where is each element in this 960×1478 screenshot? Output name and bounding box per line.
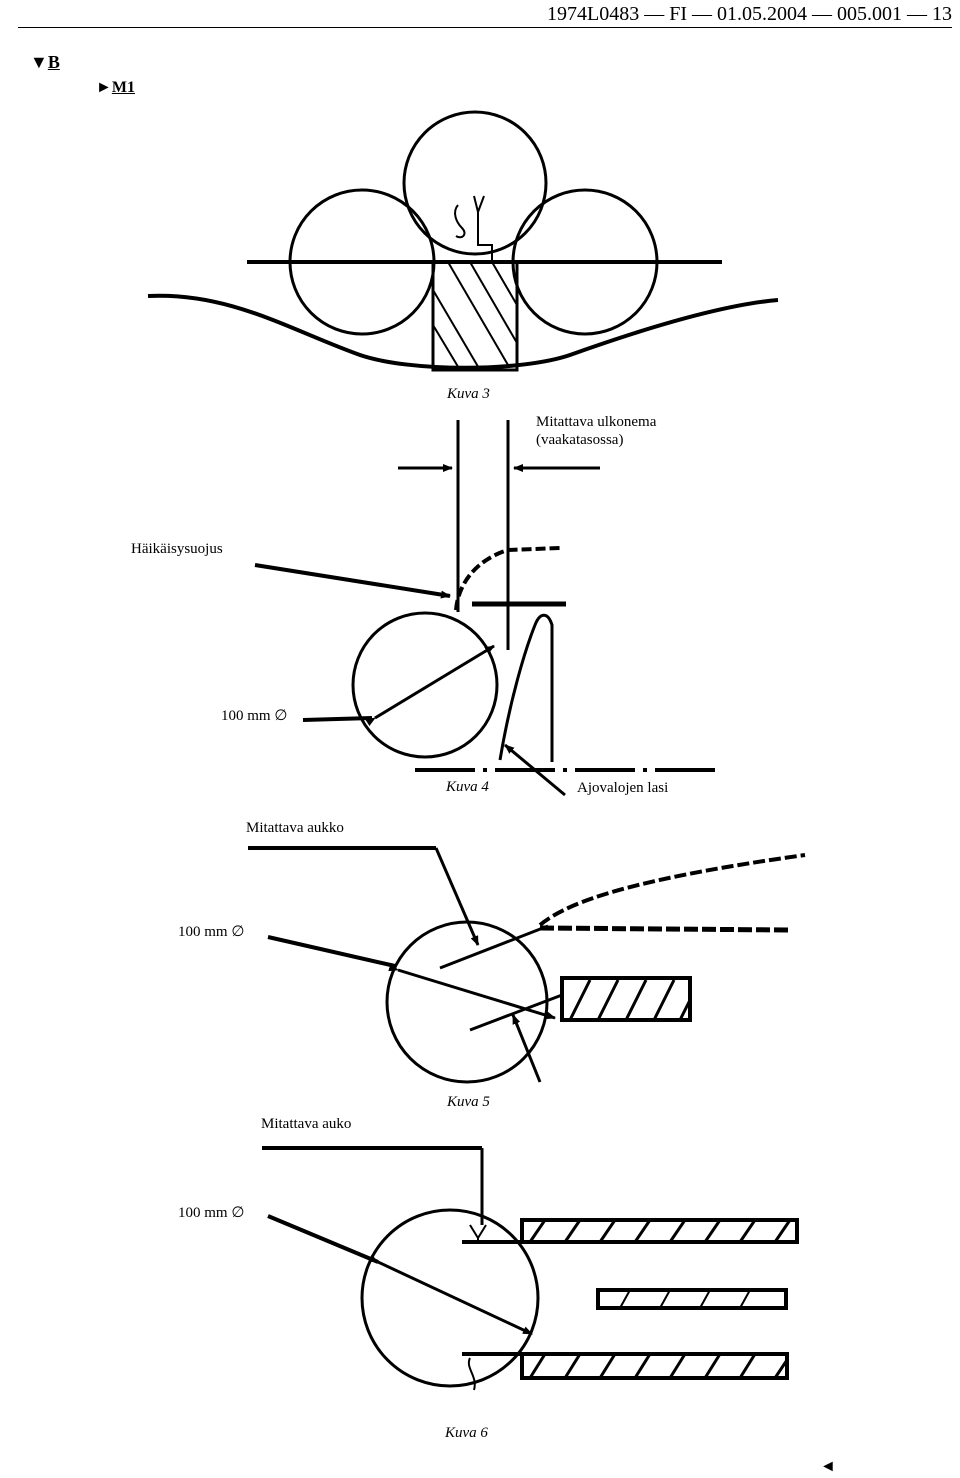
figure-5-top-edge [439, 924, 549, 970]
figure-5-hatch [568, 979, 692, 1021]
figure-4-label-projection-line1: Mitattava ulkonema [536, 414, 657, 430]
figure-6-caption: Kuva 6 [445, 1425, 488, 1441]
figure-4-glare-shield [454, 546, 561, 611]
figure-5-opening-pointer [434, 847, 480, 946]
figure-6-lower-plate [520, 1352, 789, 1380]
figure-3-hatch [432, 261, 518, 371]
end-marker-icon: ◄ [820, 1458, 836, 1475]
figure-5-diameter-leader [267, 935, 396, 968]
figure-5-lower-pointer [511, 1014, 542, 1083]
marker-b: ▼B [30, 52, 60, 73]
figure-4-label-shield: Häikäisysuojus [131, 541, 223, 557]
figure-5-circle [385, 920, 549, 1084]
figure-6-upper-hatch [528, 1219, 792, 1243]
figure-4-headlamp-glass [498, 613, 554, 762]
figure-6-label-opening: Mitattava auko [261, 1116, 352, 1132]
figure-5-label-opening: Mitattava aukko [246, 820, 344, 836]
figure-4-label-diameter: 100 mm ∅ [221, 708, 288, 724]
figure-4-glass-pointer [504, 743, 566, 797]
figure-6-circle [360, 1208, 540, 1388]
doc-lang: FI [669, 3, 687, 25]
figure-6-lower-hatch [528, 1353, 789, 1379]
figure-3-radius-symbol [454, 204, 466, 239]
figure-6-label-diameter: 100 mm ∅ [178, 1205, 245, 1221]
figure-4-circle [351, 611, 499, 759]
figure-4-drawing [254, 420, 715, 797]
figure-4-caption: Kuva 4 [446, 779, 489, 795]
figure-3-circle-top [402, 110, 548, 256]
figure-6-middle-hatch [619, 1289, 751, 1309]
figure-6-y-symbol [469, 1224, 487, 1242]
figure-5-diameter-arrow [388, 963, 556, 1020]
header-rule [18, 27, 952, 28]
figure-6-radius-symbol [467, 1357, 476, 1391]
figure-3-arrow-icon [473, 195, 485, 213]
figure-5-caption: Kuva 5 [447, 1094, 490, 1110]
figure-6-drawing [262, 1146, 799, 1391]
figure-4-label-glass: Ajovalojen lasi [577, 780, 669, 796]
figure-6-upper-plate [520, 1218, 799, 1244]
figure-4-label-projection-line2: (vaakatasossa) [536, 432, 624, 448]
figure-6-diameter-arrow [368, 1254, 533, 1336]
figure-5-label-diameter: 100 mm ∅ [178, 924, 245, 940]
triangle-right-icon: ► [96, 79, 112, 96]
doc-date: 01.05.2004 [717, 3, 807, 25]
doc-version: 005.001 [837, 3, 902, 25]
doc-id: 1974L0483 [546, 3, 640, 25]
figure-5-drawing [248, 846, 806, 1084]
page-number: 13 [932, 3, 952, 25]
marker-b-label: B [47, 52, 60, 72]
page-header: 1974L0483 — FI — 01.05.2004 — 005.001 — … [546, 3, 952, 25]
figure-6-diameter-leader [267, 1214, 379, 1264]
figure-3-stem [477, 210, 493, 262]
figure-3-hatched-block [431, 260, 519, 372]
marker-m1: ►M1 [96, 79, 135, 97]
figure-4-diameter-arrow [365, 644, 495, 727]
figure-3-surface-curve [147, 293, 779, 370]
figure-4-diameter-leader [302, 716, 373, 722]
figure-3-caption: Kuva 3 [447, 386, 490, 402]
figure-3-drawing [147, 110, 779, 372]
figure-6-middle-plate [596, 1288, 788, 1310]
triangle-down-icon: ▼ [30, 52, 48, 72]
marker-m1-label: M1 [111, 79, 135, 96]
figure-4-shield-pointer [254, 563, 451, 599]
figure-5-upper-shell [538, 853, 806, 927]
figure-5-upper-plate [539, 925, 791, 933]
